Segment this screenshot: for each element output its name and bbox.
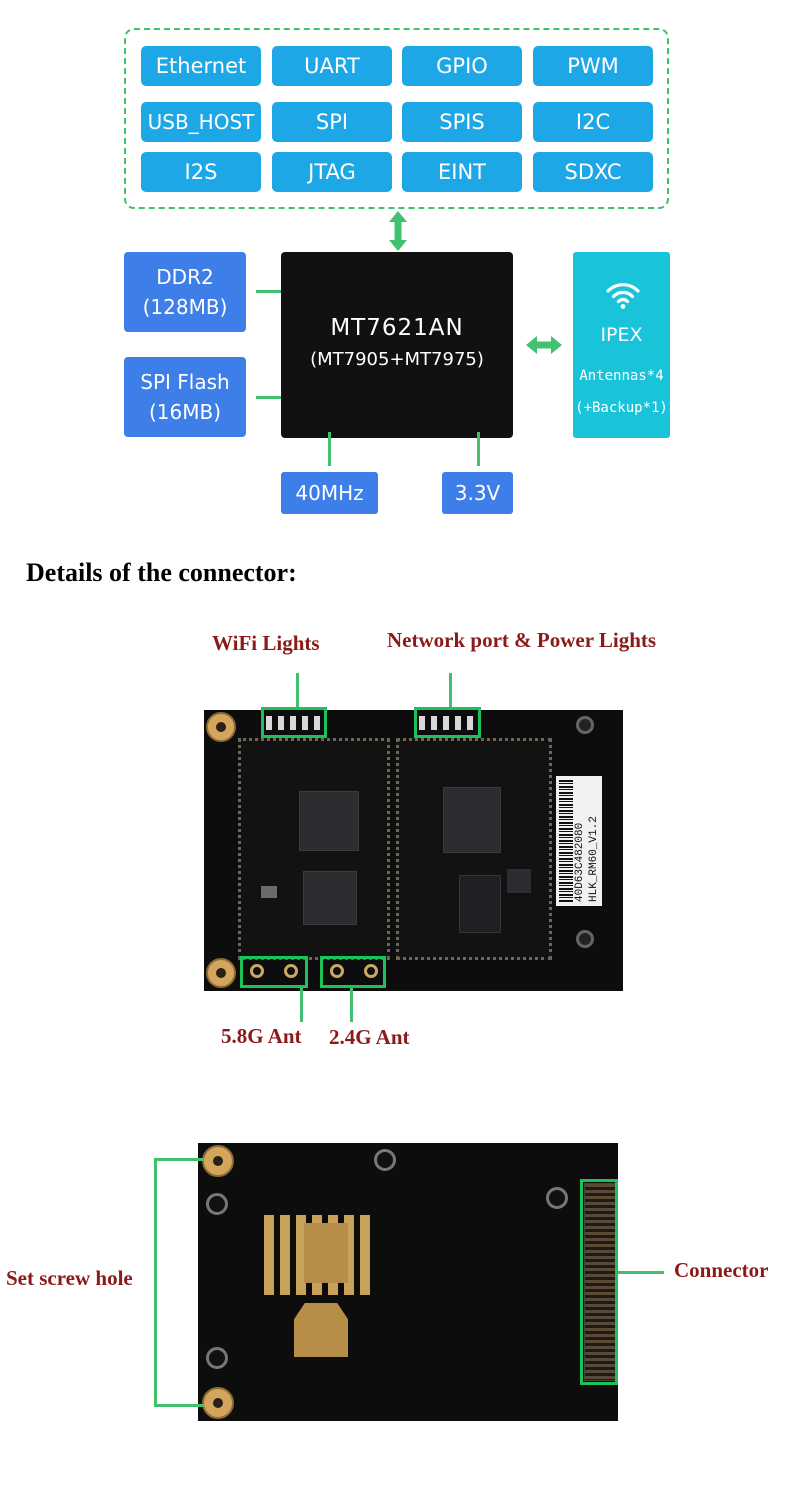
soc-chip-package bbox=[443, 787, 501, 853]
screw-hole bbox=[202, 1387, 234, 1419]
interface-gpio: GPIO bbox=[402, 46, 522, 86]
board-back bbox=[198, 1143, 618, 1421]
wifi-leds bbox=[266, 716, 322, 730]
ant-58-highlight bbox=[240, 956, 308, 988]
board-label-sticker: 40D63C482080 HLK_RM60_V1.2 bbox=[556, 776, 602, 906]
power-link bbox=[477, 432, 480, 466]
connector-label: Connector bbox=[674, 1258, 769, 1282]
ddr2-link bbox=[256, 290, 286, 293]
section-heading: Details of the connector: bbox=[26, 558, 297, 587]
board-model: HLK_RM60_V1.2 bbox=[588, 816, 600, 902]
ant-24-highlight bbox=[320, 956, 386, 988]
chip-name: MT7621AN bbox=[330, 314, 464, 341]
network-lights-leader bbox=[449, 673, 452, 709]
mounting-hole bbox=[206, 712, 236, 742]
antenna-backup: (+Backup*1) bbox=[575, 400, 668, 416]
connector-highlight bbox=[580, 1179, 618, 1385]
interfaces-frame bbox=[124, 28, 669, 209]
ipex-connector bbox=[330, 964, 344, 978]
board-to-board-connector bbox=[584, 1183, 616, 1381]
ddr2-label: DDR2 bbox=[156, 265, 214, 289]
soc-chip: MT7621AN (MT7905+MT7975) bbox=[281, 252, 513, 438]
antenna-count: Antennas*4 bbox=[579, 368, 664, 384]
wifi-lights-leader bbox=[296, 673, 299, 709]
wifi-lights-label: WiFi Lights bbox=[212, 631, 320, 655]
board-id: 40D63C482080 bbox=[574, 822, 586, 902]
bus-arrow bbox=[389, 211, 407, 251]
interface-spi: SPI bbox=[272, 102, 392, 142]
interface-pwm: PWM bbox=[533, 46, 653, 86]
ipex-connector bbox=[364, 964, 378, 978]
mounting-hole bbox=[576, 716, 594, 734]
thermal-pad bbox=[294, 1303, 348, 1357]
clock-link bbox=[328, 432, 331, 466]
wifi-lights-highlight bbox=[261, 707, 327, 738]
rf-shield-right bbox=[396, 738, 552, 960]
screw-hole-bracket bbox=[154, 1158, 157, 1406]
ant-24-label: 2.4G Ant bbox=[329, 1025, 410, 1049]
clock-box: 40MHz bbox=[281, 472, 378, 514]
wifi-chip bbox=[303, 871, 357, 925]
ant-24-leader bbox=[350, 988, 353, 1022]
spi-flash-box: SPI Flash (16MB) bbox=[124, 357, 246, 437]
ddr2-box: DDR2 (128MB) bbox=[124, 252, 246, 332]
ipex-connector bbox=[250, 964, 264, 978]
ipex-antenna-box: IPEX Antennas*4 (+Backup*1) bbox=[573, 252, 670, 438]
interface-eint: EINT bbox=[402, 152, 522, 192]
spi-flash-label: SPI Flash bbox=[140, 370, 230, 394]
wifi-link-arrow bbox=[526, 336, 562, 354]
interface-jtag: JTAG bbox=[272, 152, 392, 192]
network-leds bbox=[419, 716, 475, 730]
interface-uart: UART bbox=[272, 46, 392, 86]
ipex-title: IPEX bbox=[600, 324, 643, 346]
screw-hole-label: Set screw hole bbox=[6, 1266, 133, 1290]
mounting-hole bbox=[576, 930, 594, 948]
network-lights-highlight bbox=[414, 707, 481, 738]
rf-shield-left bbox=[238, 738, 390, 960]
interface-sdxc: SDXC bbox=[533, 152, 653, 192]
flash-link bbox=[256, 396, 286, 399]
ant-58-label: 5.8G Ant bbox=[221, 1024, 302, 1048]
spi-flash-size: (16MB) bbox=[148, 400, 222, 424]
wifi-icon bbox=[606, 283, 640, 309]
chip-subname: (MT7905+MT7975) bbox=[310, 348, 484, 370]
network-power-lights-label: Network port & Power Lights bbox=[387, 628, 657, 652]
voltage-box: 3.3V bbox=[442, 472, 513, 514]
mounting-hole bbox=[206, 958, 236, 988]
memory-chip-package bbox=[459, 875, 501, 933]
board-front: 40D63C482080 HLK_RM60_V1.2 bbox=[204, 707, 623, 991]
connector-leader bbox=[618, 1271, 664, 1274]
ant-58-leader bbox=[300, 988, 303, 1022]
barcode bbox=[559, 780, 573, 902]
interface-usb-host: USB_HOST bbox=[141, 102, 261, 142]
interface-spis: SPIS bbox=[402, 102, 522, 142]
screw-hole bbox=[202, 1145, 234, 1177]
interface-i2c: I2C bbox=[533, 102, 653, 142]
ipex-connector bbox=[284, 964, 298, 978]
interface-i2s: I2S bbox=[141, 152, 261, 192]
interface-ethernet: Ethernet bbox=[141, 46, 261, 86]
wifi-chip bbox=[299, 791, 359, 851]
ddr2-size: (128MB) bbox=[142, 295, 228, 319]
